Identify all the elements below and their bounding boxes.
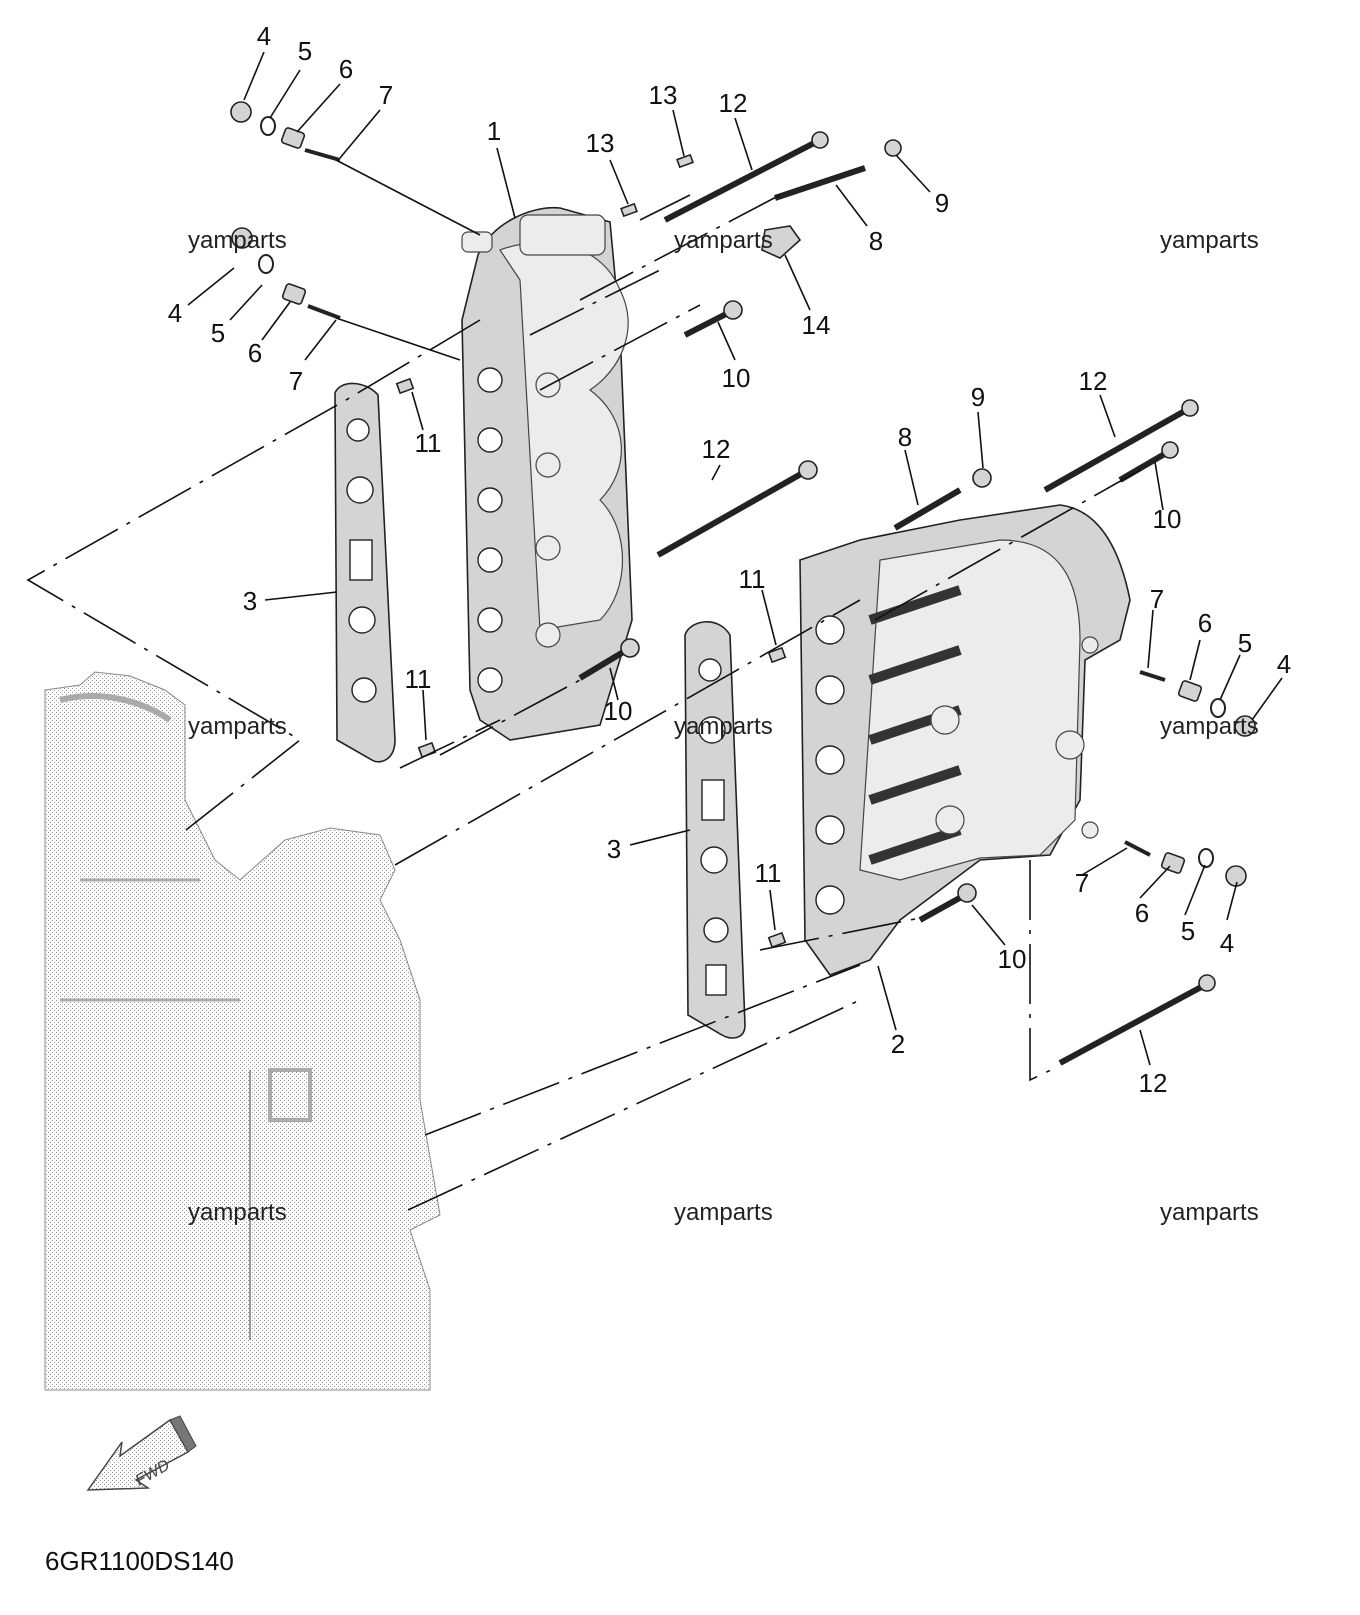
callout-4: 4 xyxy=(1277,649,1291,679)
callout-5: 5 xyxy=(1181,916,1195,946)
callout-9: 9 xyxy=(971,382,985,412)
callout-5: 5 xyxy=(298,36,312,66)
callout-6: 6 xyxy=(1198,608,1212,638)
watermark: yamparts xyxy=(188,1199,287,1226)
callout-12: 12 xyxy=(1079,366,1108,396)
callout-4: 4 xyxy=(257,21,271,51)
callout-leaders xyxy=(187,51,1283,1066)
callout-6: 6 xyxy=(339,54,353,84)
callout-9: 9 xyxy=(935,188,949,218)
watermark: yamparts xyxy=(674,1199,773,1226)
gasket-part-3-right xyxy=(684,621,746,1039)
callout-7: 7 xyxy=(1075,868,1089,898)
watermark: yamparts xyxy=(188,227,287,254)
callout-2: 2 xyxy=(891,1029,905,1059)
callout-6: 6 xyxy=(248,338,262,368)
callout-10: 10 xyxy=(722,363,751,393)
gasket-part-3-left xyxy=(334,382,396,763)
callout-11: 11 xyxy=(739,564,766,594)
callout-numbers: 4 5 6 7 1 13 13 12 9 8 4 5 6 7 14 10 11 … xyxy=(168,21,1291,1098)
callout-11: 11 xyxy=(415,428,442,458)
callout-8: 8 xyxy=(898,422,912,452)
watermark: yamparts xyxy=(1160,227,1259,254)
callout-10: 10 xyxy=(604,696,633,726)
callout-11: 11 xyxy=(755,858,782,888)
manifold-part-2 xyxy=(799,504,1131,976)
callout-14: 14 xyxy=(802,310,831,340)
callout-4: 4 xyxy=(168,298,182,328)
engine-block-ghost xyxy=(44,671,441,1391)
hardware-parts xyxy=(230,101,1256,1066)
manifold-part-1 xyxy=(461,206,633,741)
callout-1: 1 xyxy=(487,116,501,146)
watermark: yamparts xyxy=(1160,713,1259,740)
callout-10: 10 xyxy=(998,944,1027,974)
assembly-lines xyxy=(26,159,1141,1211)
callout-12: 12 xyxy=(719,88,748,118)
callout-5: 5 xyxy=(211,318,225,348)
watermark: yamparts xyxy=(674,713,773,740)
callout-7: 7 xyxy=(289,366,303,396)
callout-7: 7 xyxy=(379,80,393,110)
callout-12: 12 xyxy=(702,434,731,464)
callout-6: 6 xyxy=(1135,898,1149,928)
callout-10: 10 xyxy=(1153,504,1182,534)
watermark: yamparts xyxy=(1160,1199,1259,1226)
callout-4: 4 xyxy=(1220,928,1234,958)
callout-13: 13 xyxy=(649,80,678,110)
callout-5: 5 xyxy=(1238,628,1252,658)
watermark: yamparts xyxy=(674,227,773,254)
callout-12: 12 xyxy=(1139,1068,1168,1098)
callout-13: 13 xyxy=(586,128,615,158)
watermark: yamparts xyxy=(188,713,287,740)
callout-7: 7 xyxy=(1150,584,1164,614)
fwd-arrow-icon: FWD xyxy=(86,1415,197,1491)
callout-3: 3 xyxy=(243,586,257,616)
callout-11: 11 xyxy=(405,664,432,694)
watermarks: yamparts yamparts yamparts yamparts yamp… xyxy=(188,227,1259,1226)
callout-8: 8 xyxy=(869,226,883,256)
callout-3: 3 xyxy=(607,834,621,864)
diagram-code: 6GR1100DS140 xyxy=(45,1546,234,1576)
